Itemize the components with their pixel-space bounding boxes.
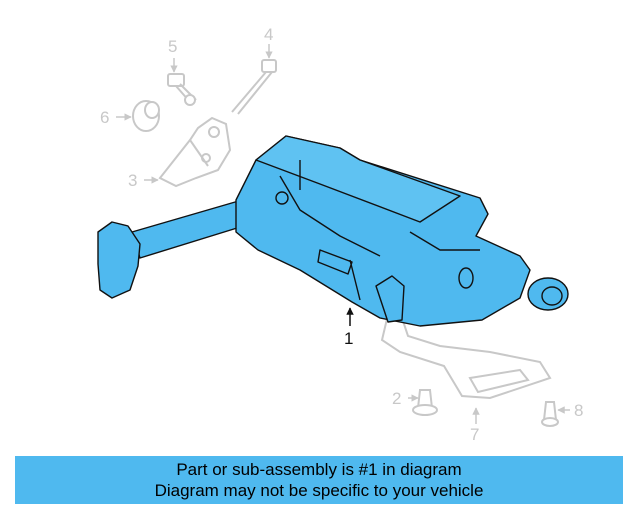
part-3-bracket [158,116,232,188]
callout-8: 8 [574,401,583,420]
callout-5: 5 [168,37,177,56]
banner-line-1: Part or sub-assembly is #1 in diagram [176,460,462,479]
callout-4: 4 [264,25,273,44]
part-1-steering-column [97,135,569,327]
part-2-bolt [412,389,438,416]
info-banner: Part or sub-assembly is #1 in diagram Di… [15,456,623,504]
part-6-grommet [132,100,160,132]
callout-3: 3 [128,171,137,190]
callout-1: 1 [344,329,353,348]
part-8-screw [541,401,559,427]
callout-2: 2 [392,389,401,408]
banner-line-2: Diagram may not be specific to your vehi… [154,481,484,500]
parts-diagram: 5 4 6 3 1 2 7 8 [97,25,583,444]
callout-7: 7 [470,425,479,444]
part-4-long-bolt [231,59,277,115]
part-7-bracket [380,305,552,400]
part-5-bolt [167,73,197,106]
callout-6: 6 [100,108,109,127]
